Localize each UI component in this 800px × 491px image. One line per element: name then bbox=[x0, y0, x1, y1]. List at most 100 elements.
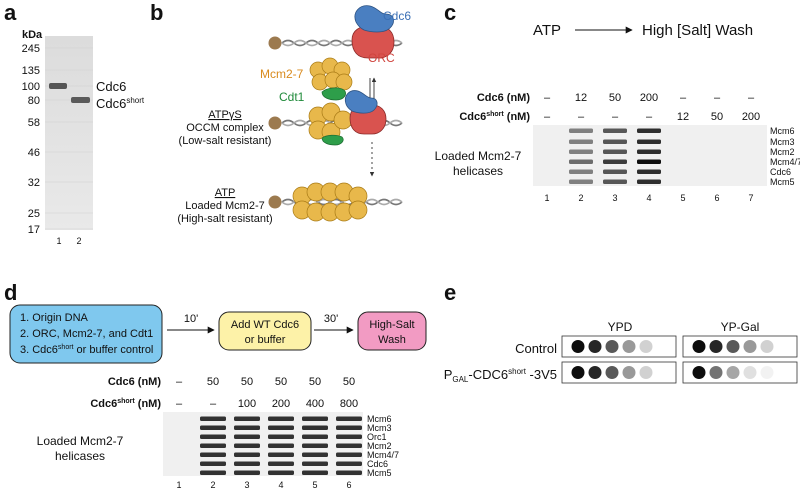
gel-d bbox=[163, 412, 363, 476]
d-step-2: 2. ORC, Mcm2-7, and Cdt1 bbox=[20, 328, 153, 340]
d-band-mcm6: Mcm6 bbox=[367, 414, 392, 424]
label-orc-schematic: ORC bbox=[368, 51, 395, 65]
gel-d-band-labels: Mcm6 Mcm3 Orc1 Mcm2 Mcm4/7 Cdc6 Mcm5 bbox=[367, 414, 399, 478]
d-row2-values: – – 100 200 400 800 bbox=[176, 398, 358, 410]
gel-c-band-lane-3-mcm4-7 bbox=[603, 159, 627, 164]
label-loaded-mcm: Loaded Mcm2-7 bbox=[185, 200, 265, 212]
flow-atp: ATP bbox=[533, 22, 561, 39]
yeast-spot bbox=[639, 366, 653, 379]
marker-25: 25 bbox=[28, 208, 40, 220]
marker-46: 46 bbox=[28, 147, 40, 159]
cdc6-shape-1 bbox=[354, 5, 394, 33]
panel-label-c: c bbox=[444, 0, 456, 25]
d-box-high-salt bbox=[357, 311, 427, 351]
gel-c-band-lane-2-mcm6 bbox=[569, 128, 593, 133]
c-side-label-line-1: Loaded Mcm2-7 bbox=[435, 149, 522, 163]
gel-d-band-lane-6-mcm5 bbox=[336, 470, 362, 475]
gel-d-band-lane-5-mcm6 bbox=[302, 416, 328, 421]
d-time-1: 10' bbox=[184, 313, 198, 325]
d-row2-val-6: 800 bbox=[340, 398, 358, 410]
d-box-origin bbox=[9, 304, 163, 364]
gel-d-band-lane-2-mcm2 bbox=[200, 443, 226, 448]
gel-d-band-lane-4-mcm6 bbox=[268, 416, 294, 421]
gel-a-lane-1: 1 bbox=[56, 236, 61, 246]
gel-d-lane-numbers: 1 2 3 4 5 6 bbox=[176, 480, 351, 490]
gel-d-band-lane-3-mcm5 bbox=[234, 470, 260, 475]
d-box3-line-1: High-Salt bbox=[369, 319, 414, 331]
schematic-b: Cdc6 ORC Mcm2-7 Cdt1 bbox=[177, 5, 411, 225]
c-row1-val-7: – bbox=[748, 92, 755, 104]
gel-d-band-lane-5-mcm3 bbox=[302, 425, 328, 430]
yeast-spot bbox=[692, 340, 706, 353]
mcm-subunit bbox=[348, 200, 368, 220]
e-row-control: Control bbox=[515, 341, 557, 356]
gel-c-band-lane-3-cdc6 bbox=[603, 169, 627, 174]
c-row2-val-6: 50 bbox=[711, 111, 723, 123]
gel-a bbox=[45, 36, 93, 230]
yeast-spot bbox=[709, 340, 723, 353]
gel-d-band-lane-4-orc1 bbox=[268, 434, 294, 439]
yeast-spot bbox=[709, 366, 723, 379]
d-step-1: 1. Origin DNA bbox=[20, 312, 89, 324]
c-row2-label: Cdc6short (nM) bbox=[459, 111, 530, 123]
d-band-mcm3: Mcm3 bbox=[367, 423, 392, 433]
yeast-spot bbox=[760, 340, 774, 353]
c-row1-val-4: 200 bbox=[640, 92, 658, 104]
panel-label-e: e bbox=[444, 280, 456, 305]
kda-label: kDa bbox=[22, 29, 43, 41]
marker-32: 32 bbox=[28, 177, 40, 189]
gel-d-background bbox=[163, 412, 363, 476]
c-row2-val-5: 12 bbox=[677, 111, 689, 123]
gel-d-band-lane-4-mcm5 bbox=[268, 470, 294, 475]
mcm-subunit bbox=[335, 73, 353, 91]
yeast-spot bbox=[588, 366, 602, 379]
gel-d-band-lane-4-mcm4-7 bbox=[268, 452, 294, 457]
label-mcm2-7-schematic: Mcm2-7 bbox=[260, 67, 304, 81]
c-side-label-line-2: helicases bbox=[453, 164, 503, 178]
d-time-2: 30' bbox=[324, 313, 338, 325]
d-lane-5: 5 bbox=[312, 480, 317, 490]
gel-d-band-lane-2-mcm6 bbox=[200, 416, 226, 421]
c-band-mcm3: Mcm3 bbox=[770, 137, 795, 147]
d-box3-line-2: Wash bbox=[378, 334, 406, 346]
label-occm: OCCM complex bbox=[186, 122, 264, 134]
c-row1-val-3: 50 bbox=[609, 92, 621, 104]
gel-d-band-lane-2-mcm3 bbox=[200, 425, 226, 430]
d-step-3: 3. Cdc6short or buffer control bbox=[20, 344, 153, 356]
c-row2-values: – – – – 12 50 200 bbox=[544, 111, 760, 123]
d-row1-val-5: 50 bbox=[309, 376, 321, 388]
gel-c-band-lane-4-mcm3 bbox=[637, 139, 661, 144]
gel-d-band-lane-5-mcm5 bbox=[302, 470, 328, 475]
flow-high-salt: High [Salt] Wash bbox=[642, 22, 753, 39]
d-row2-val-3: 100 bbox=[238, 398, 256, 410]
d-lane-6: 6 bbox=[346, 480, 351, 490]
gel-d-band-lane-3-mcm2 bbox=[234, 443, 260, 448]
d-side-label-line-2: helicases bbox=[55, 449, 105, 463]
c-band-mcm5: Mcm5 bbox=[770, 177, 795, 187]
yeast-spot bbox=[605, 340, 619, 353]
c-row2-val-1: – bbox=[544, 111, 551, 123]
gel-c-band-lane-2-cdc6 bbox=[569, 169, 593, 174]
gel-a-lane-2: 2 bbox=[76, 236, 81, 246]
d-row1-val-6: 50 bbox=[343, 376, 355, 388]
gel-c bbox=[533, 125, 767, 186]
c-row2-val-7: 200 bbox=[742, 111, 760, 123]
d-row1-val-4: 50 bbox=[275, 376, 287, 388]
cdt1-shape bbox=[321, 87, 346, 101]
yeast-spot bbox=[726, 340, 740, 353]
plate-ypgal-row-1 bbox=[682, 335, 798, 358]
plate-ypd-row-1 bbox=[561, 335, 677, 358]
cdc6-shape-2 bbox=[344, 90, 378, 114]
d-box2-line-2: or buffer bbox=[245, 334, 286, 346]
yeast-spot bbox=[743, 366, 757, 379]
yeast-spot bbox=[760, 366, 774, 379]
equilibrium-arrows bbox=[370, 78, 374, 100]
c-band-cdc6: Cdc6 bbox=[770, 167, 791, 177]
yeast-spot bbox=[726, 366, 740, 379]
panel-label-b: b bbox=[150, 0, 163, 25]
d-row1-label: Cdc6 (nM) bbox=[108, 376, 162, 388]
yeast-spot bbox=[622, 340, 636, 353]
gel-d-band-lane-2-cdc6 bbox=[200, 461, 226, 466]
